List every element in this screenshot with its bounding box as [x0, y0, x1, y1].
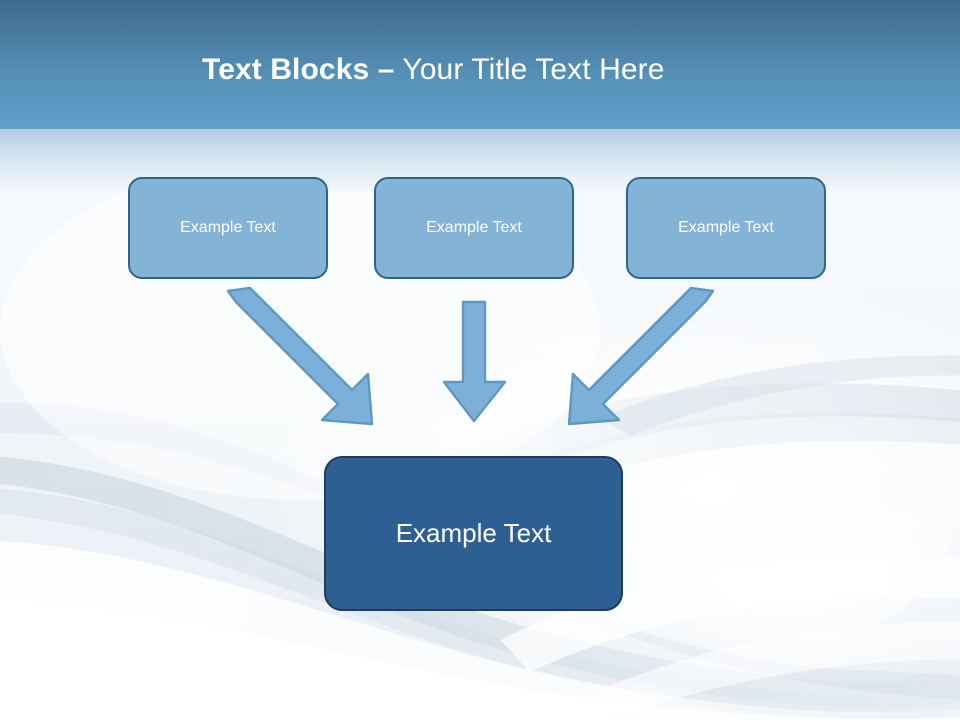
page-title-light: Your Title Text Here	[394, 53, 665, 86]
page-title: Text Blocks – Your Title Text Here	[202, 50, 665, 90]
bottom-node-label: Example Text	[395, 518, 552, 548]
top-node-3[interactable]: Example Text	[626, 177, 826, 279]
arrow-left-diagonal	[226, 286, 374, 426]
top-node-1-label: Example Text	[180, 219, 276, 236]
top-node-2[interactable]: Example Text	[374, 177, 574, 279]
header-band	[0, 0, 960, 129]
arrow-right-diagonal	[567, 286, 715, 426]
arrow-center-vertical	[442, 300, 507, 423]
top-node-3-label: Example Text	[678, 219, 774, 236]
top-node-2-label: Example Text	[426, 219, 522, 236]
page-title-bold: Text Blocks –	[202, 53, 395, 86]
bottom-node[interactable]: Example Text	[324, 456, 623, 611]
top-node-1[interactable]: Example Text	[128, 177, 328, 279]
